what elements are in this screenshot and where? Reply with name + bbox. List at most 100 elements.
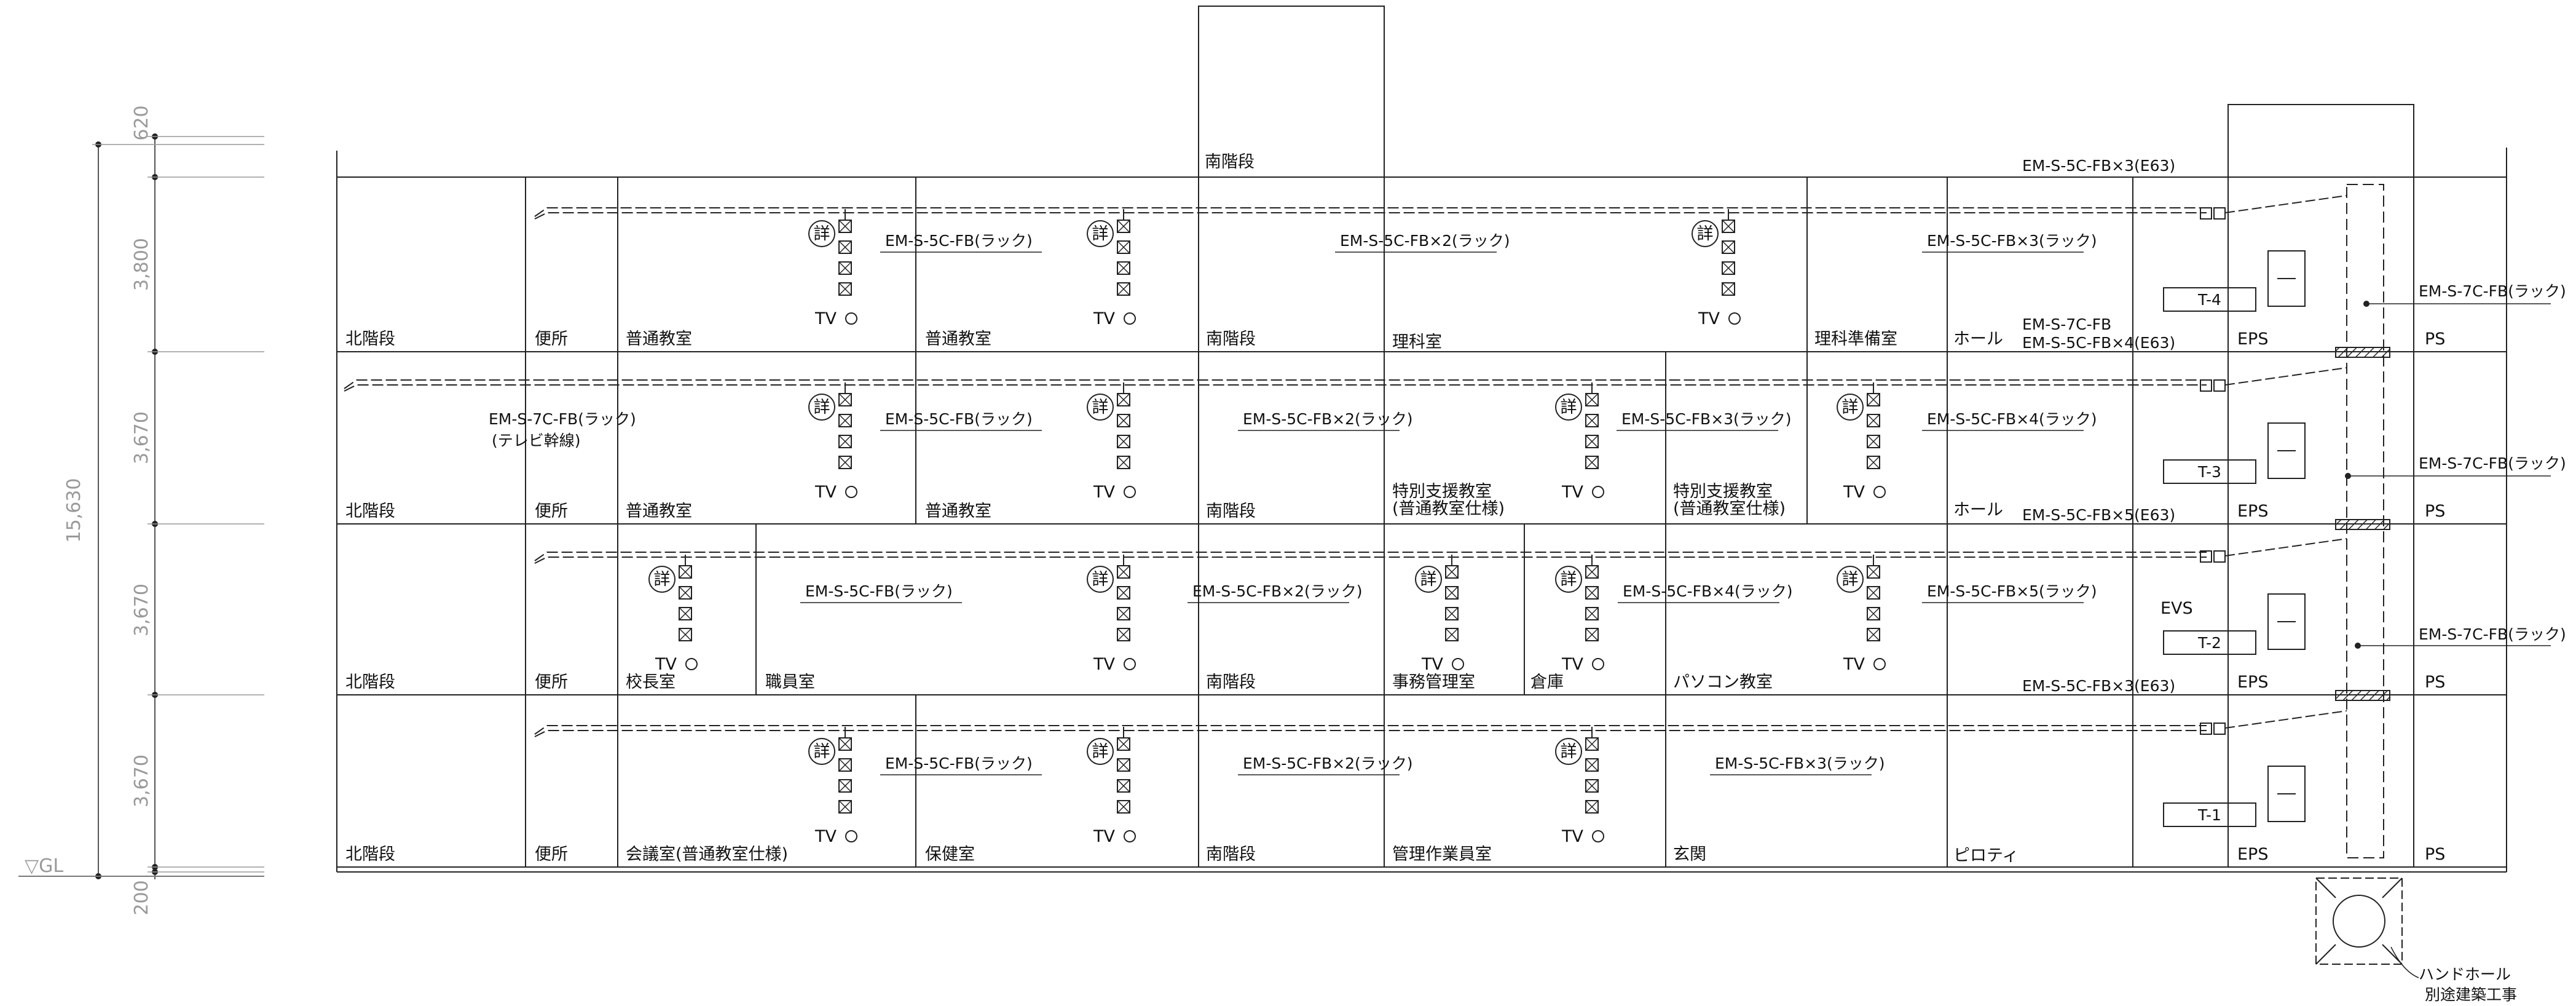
cable-rack-upper <box>534 207 2207 217</box>
tv-outlet-set: 詳TV <box>1087 727 1136 846</box>
room-label: 北階段 <box>345 845 395 864</box>
splitter-box <box>1867 414 1880 427</box>
cable-callout: EM-S-5C-FB(ラック) <box>885 410 1033 428</box>
splitter-cross <box>838 282 852 296</box>
splitter-cross <box>1117 240 1130 254</box>
room-label: 玄関 <box>1673 845 1706 864</box>
transformer-box <box>2163 630 2256 655</box>
tv-outlet-set: 詳TV <box>1837 555 1886 674</box>
tv-outlet-set: 詳TV <box>808 727 857 846</box>
tv-outlets: 詳TV詳TV詳TV詳TV詳TV詳TV詳TV詳TV詳TV詳TV詳TV詳TV詳TV詳… <box>648 209 1886 846</box>
tv-label: TV <box>1843 655 1865 674</box>
splitter-cross <box>1867 565 1880 579</box>
splitter-box <box>838 282 852 296</box>
cable-callout: EM-S-5C-FB×2(ラック) <box>1243 754 1413 772</box>
splitter-box <box>1585 758 1599 772</box>
gl-marker: ▽GL <box>25 855 63 877</box>
splitter-box <box>1117 240 1130 254</box>
splitter-box <box>1722 261 1735 275</box>
dim-segment: 3,670 <box>131 411 152 464</box>
tv-label: TV <box>1093 309 1115 328</box>
cable-callout: EM-S-5C-FB×4(ラック) <box>1927 410 2097 428</box>
detail-mark-circle <box>808 394 835 421</box>
detail-mark-circle <box>1837 566 1864 593</box>
trunk-cable-label: EM-S-7C-FB(ラック) <box>489 410 636 428</box>
splitter-box <box>1585 800 1599 814</box>
stair-tower-roof <box>1198 6 1385 178</box>
room-label: 普通教室 <box>626 330 692 349</box>
splitter-box <box>1585 586 1599 600</box>
detail-mark-text: 詳 <box>1420 570 1437 589</box>
splitter-cross <box>1867 586 1880 600</box>
splitter-cross <box>1585 456 1599 469</box>
room-label: 便所 <box>535 502 568 521</box>
splitter-box <box>1585 435 1599 448</box>
ps-cable-label: EM-S-7C-FB(ラック) <box>2419 625 2566 643</box>
splitter-cross <box>1117 282 1130 296</box>
branch-box <box>2200 207 2212 220</box>
tv-outlet-set: 詳TV <box>1555 382 1604 502</box>
tv-label: TV <box>1561 655 1583 674</box>
splitter-cross <box>838 240 852 254</box>
detail-mark-circle <box>1087 220 1114 247</box>
cable-rack-lower <box>534 730 2207 737</box>
splitter-box <box>679 586 692 600</box>
splitter-box <box>1585 456 1599 469</box>
tv-outlet-symbol <box>1873 486 1886 498</box>
splitter-box <box>1867 456 1880 469</box>
handhole-leader <box>2390 946 2419 978</box>
detail-mark-text: 詳 <box>1561 570 1577 589</box>
room-label: 理科準備室 <box>1814 330 1897 349</box>
splitter-cross <box>1867 435 1880 448</box>
trunk-cable-note: (テレビ幹線) <box>492 432 581 450</box>
room-label: 便所 <box>535 673 568 692</box>
splitter-box <box>1585 607 1599 620</box>
handhole-diag <box>2315 944 2336 965</box>
branch-box <box>2200 550 2212 563</box>
room-label: 保健室 <box>925 845 975 864</box>
splitter-box <box>1585 414 1599 427</box>
cable-rack-lower <box>344 384 2207 392</box>
tv-label: TV <box>1561 483 1583 502</box>
splitter-cross <box>1117 800 1130 814</box>
room-label: ホール <box>1953 501 2003 520</box>
room-label: 南階段 <box>1206 330 1256 349</box>
room-label: 普通教室 <box>925 502 991 521</box>
splitter-cross <box>1585 628 1599 641</box>
tv-label: TV <box>1843 483 1865 502</box>
splitter-cross <box>1117 220 1130 233</box>
room-label: ピロティ <box>1953 846 2019 865</box>
splitter-cross <box>1585 393 1599 406</box>
room-label: 会議室(普通教室仕様) <box>626 845 788 864</box>
ps-leader-dot <box>2363 301 2369 307</box>
detail-mark-circle <box>1555 738 1582 765</box>
tv-label: TV <box>1561 827 1583 846</box>
amplifier-box <box>2267 766 2306 822</box>
room-label: 事務管理室 <box>1392 673 1475 692</box>
cable-rack-lower <box>534 212 2207 220</box>
tv-outlet-symbol <box>845 830 857 842</box>
room-label: 管理作業員室 <box>1392 845 1492 864</box>
splitter-cross <box>1722 220 1735 233</box>
splitter-box <box>838 240 852 254</box>
tv-label: TV <box>1093 827 1115 846</box>
splitter-cross <box>1585 607 1599 620</box>
branch-feed <box>2224 710 2347 729</box>
tv-outlet-set: 詳TV <box>1837 382 1886 502</box>
room-label: 便所 <box>535 845 568 864</box>
room-label: PS <box>2425 673 2445 692</box>
splitter-cross <box>838 800 852 814</box>
branch-feed <box>2224 195 2347 213</box>
tv-label: TV <box>655 655 677 674</box>
detail-mark-text: 詳 <box>814 224 830 244</box>
ps-leader-dot <box>2355 643 2361 649</box>
splitter-cross <box>1585 586 1599 600</box>
splitter-cross <box>1867 628 1880 641</box>
cable-runs <box>344 184 2390 858</box>
cable-rack-upper <box>344 379 2207 389</box>
tv-outlet-set: 詳TV <box>1415 555 1464 674</box>
tv-outlet-symbol <box>1452 658 1464 670</box>
splitter-cross <box>1117 607 1130 620</box>
cable-callout: EM-S-5C-FB×5(ラック) <box>1927 582 2097 600</box>
